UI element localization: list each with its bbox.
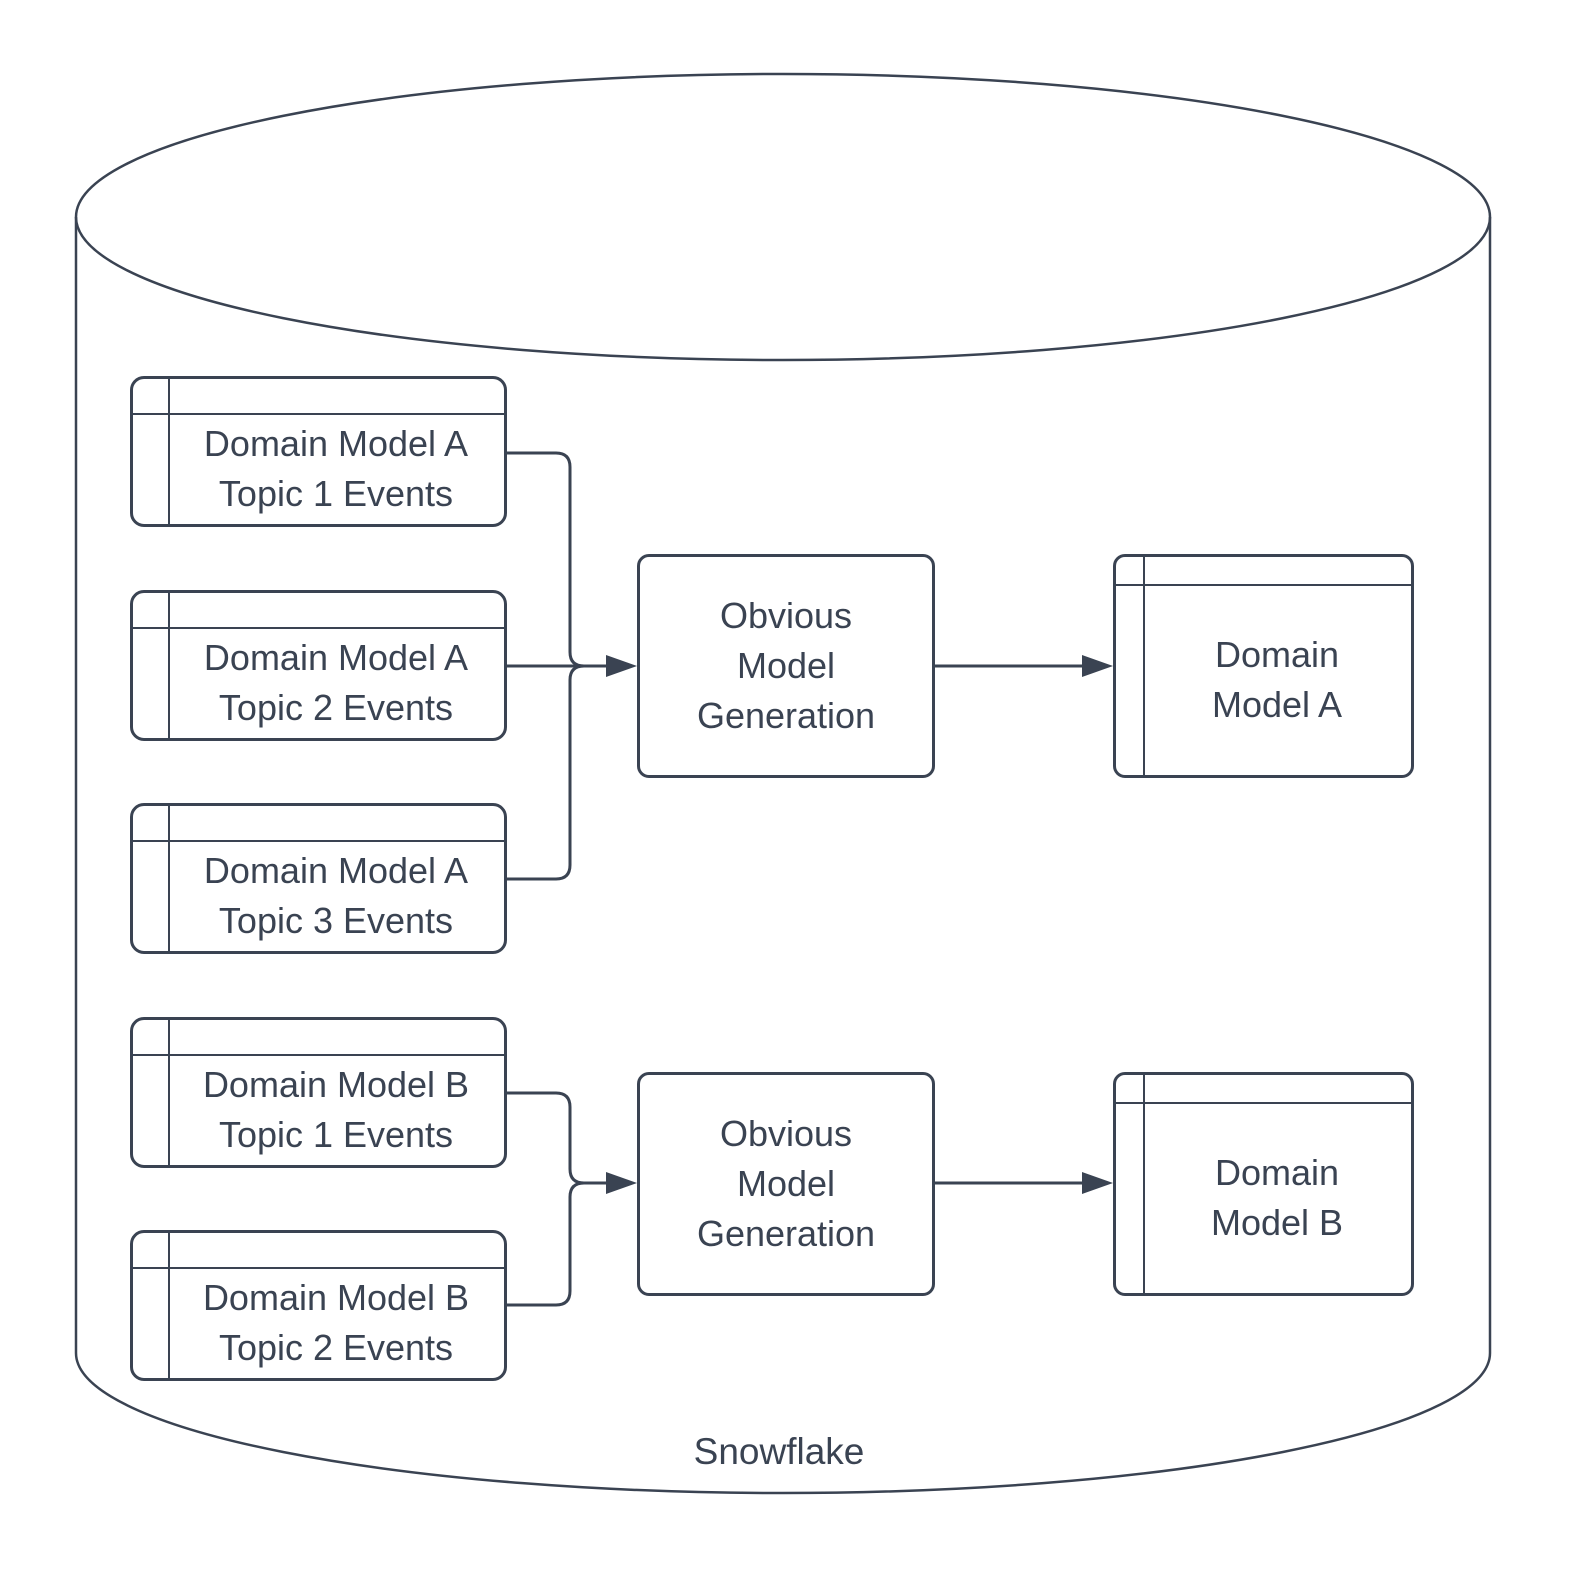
arrowhead-a-output bbox=[1082, 655, 1113, 677]
snowflake-cylinder-label: Snowflake bbox=[693, 1431, 865, 1472]
process-node-obvious-model-generation-a: Obvious Model Generation bbox=[637, 554, 935, 778]
cylinder-bottom-arc bbox=[74, 1352, 1492, 1495]
table-left-column-divider bbox=[133, 1020, 170, 1165]
table-node-label: Domain Model B Topic 1 Events bbox=[202, 1063, 470, 1155]
table-node-label: Domain Model B bbox=[1210, 1151, 1344, 1243]
connector-b-topic1 bbox=[507, 1091, 585, 1185]
table-left-column-divider bbox=[1116, 557, 1145, 775]
table-header-divider bbox=[133, 1233, 504, 1269]
table-node-domain-model-b-topic-2-events: Domain Model B Topic 2 Events bbox=[130, 1230, 507, 1381]
table-node-domain-model-a: Domain Model A bbox=[1113, 554, 1414, 778]
connector-a-topic1 bbox=[507, 451, 585, 668]
arrowhead-b-merge bbox=[606, 1172, 637, 1194]
connectors bbox=[507, 451, 1085, 1307]
table-node-domain-model-a-topic-2-events: Domain Model A Topic 2 Events bbox=[130, 590, 507, 741]
table-node-label: Domain Model B Topic 2 Events bbox=[202, 1276, 470, 1368]
table-node-domain-model-b-topic-1-events: Domain Model B Topic 1 Events bbox=[130, 1017, 507, 1168]
arrowheads bbox=[606, 655, 1113, 1194]
table-node-label: Domain Model A Topic 1 Events bbox=[203, 422, 469, 514]
table-header-divider bbox=[133, 806, 504, 842]
table-node-domain-model-b: Domain Model B bbox=[1113, 1072, 1414, 1296]
table-node-label: Domain Model A bbox=[1211, 633, 1343, 725]
cylinder-top-ellipse bbox=[74, 72, 1492, 362]
snowflake-cylinder bbox=[74, 72, 1492, 1495]
connector-a-topic3 bbox=[507, 664, 585, 881]
table-header-divider bbox=[133, 1020, 504, 1056]
table-node-domain-model-a-topic-3-events: Domain Model A Topic 3 Events bbox=[130, 803, 507, 954]
table-left-column-divider bbox=[133, 1233, 170, 1378]
table-left-column-divider bbox=[133, 806, 170, 951]
table-header-divider bbox=[133, 379, 504, 415]
arrowhead-a-merge bbox=[606, 655, 637, 677]
table-header-divider bbox=[1116, 1075, 1411, 1104]
table-header-divider bbox=[1116, 557, 1411, 586]
connector-b-topic2 bbox=[507, 1181, 585, 1307]
table-node-domain-model-a-topic-1-events: Domain Model A Topic 1 Events bbox=[130, 376, 507, 527]
table-node-label: Domain Model A Topic 2 Events bbox=[203, 636, 469, 728]
process-node-obvious-model-generation-b: Obvious Model Generation bbox=[637, 1072, 935, 1296]
table-left-column-divider bbox=[133, 593, 170, 738]
table-header-divider bbox=[133, 593, 504, 629]
arrowhead-b-output bbox=[1082, 1172, 1113, 1194]
table-left-column-divider bbox=[133, 379, 170, 524]
table-left-column-divider bbox=[1116, 1075, 1145, 1293]
table-node-label: Domain Model A Topic 3 Events bbox=[203, 849, 469, 941]
